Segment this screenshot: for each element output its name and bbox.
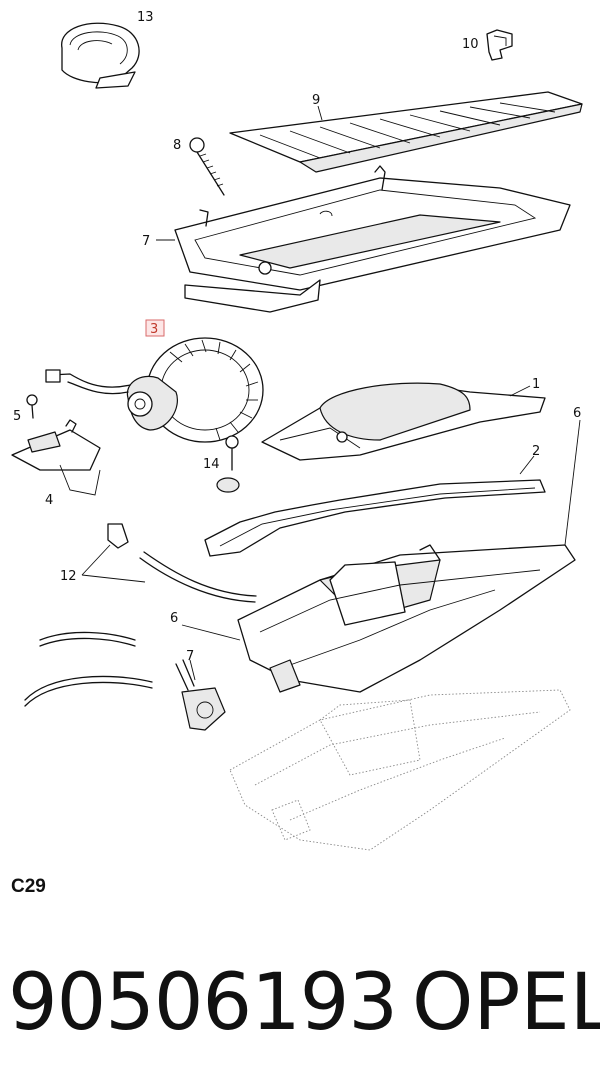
part-3-blower-motor [45, 337, 264, 443]
part-4-resistor [11, 419, 101, 496]
part-5-screw [26, 394, 38, 419]
part-14-bolt-grommet [216, 435, 240, 493]
exploded-parts-diagram: 13 10 9 8 [11, 10, 583, 851]
part-10-pollen-filter [229, 91, 583, 173]
part-7-sensor [175, 659, 226, 731]
part-13-tape-roll [61, 22, 140, 89]
callout-3: 3 [150, 322, 158, 337]
callout-3-highlight [145, 319, 165, 337]
callout-5: 5 [13, 409, 21, 424]
callout-10: 9 [312, 93, 320, 108]
callout-6-upper: 6 [573, 406, 581, 421]
callout-7: 7 [186, 649, 194, 664]
part-6-heater-housing [237, 544, 576, 693]
part-12-hose-valve [24, 523, 257, 707]
diagram-code: C29 [11, 876, 46, 897]
callout-13: 13 [137, 10, 154, 25]
callout-9: 8 [173, 138, 181, 153]
callout-2: 2 [532, 444, 540, 459]
callout-4: 4 [45, 493, 53, 508]
callout-12: 12 [60, 569, 77, 584]
callout-1: 1 [532, 377, 540, 392]
callout-8: 7 [142, 234, 150, 249]
part-number: 90506193 [8, 958, 398, 1048]
brand-name: OPEL [412, 958, 600, 1048]
callout-6-lower: 6 [170, 611, 178, 626]
part-8-filter-housing [174, 165, 571, 313]
part-2-gasket [204, 479, 546, 557]
callout-11: 10 [462, 37, 479, 52]
reference-assembly-dotted [229, 689, 571, 851]
part-11-clip [486, 29, 513, 61]
part-1-blower-cover [261, 382, 546, 461]
part-9-screw [189, 137, 225, 196]
callout-14: 14 [203, 457, 220, 472]
